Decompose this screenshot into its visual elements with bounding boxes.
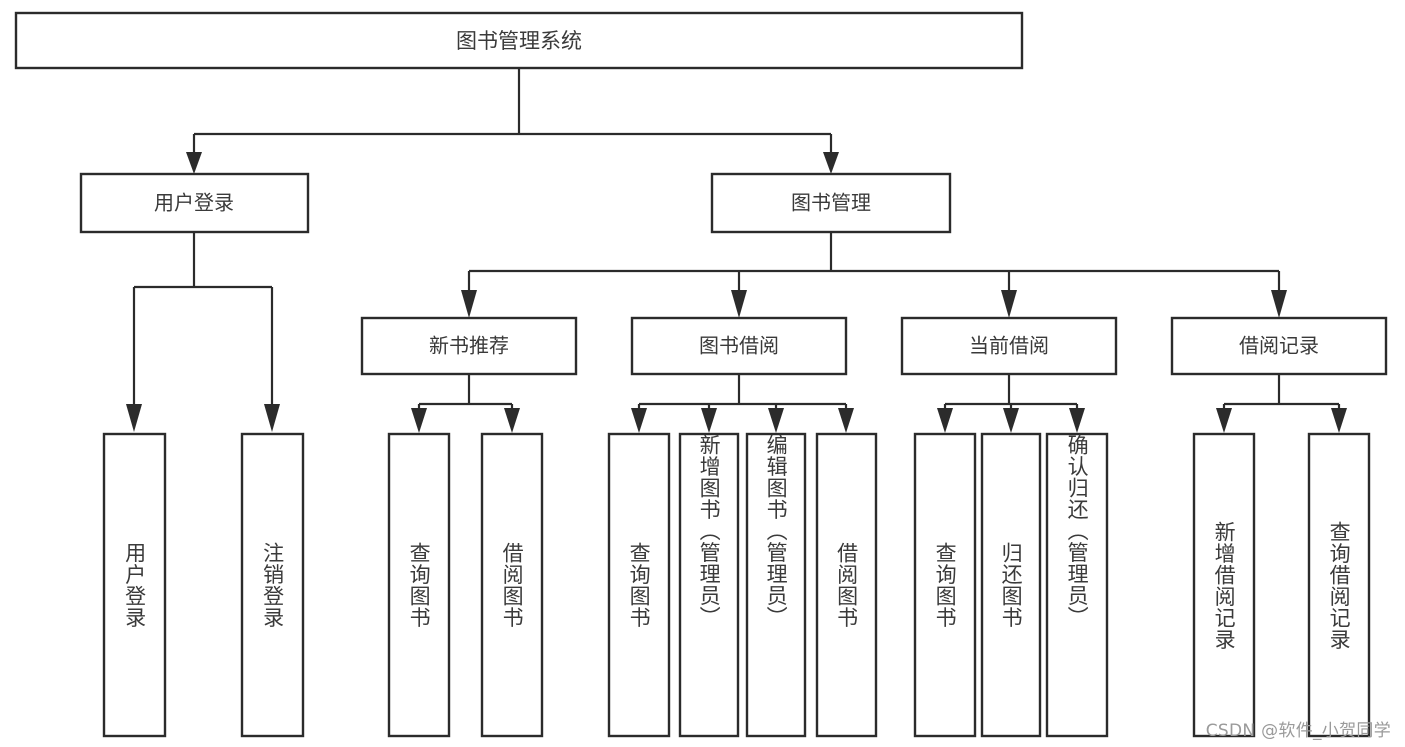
arrow-head-book-borrow: [731, 290, 747, 318]
arrow-head-br-leaf-1: [1216, 408, 1232, 433]
arrow-head-cb-leaf-2: [1003, 408, 1019, 433]
arrow-head-bb-leaf-4: [838, 408, 854, 433]
node-label-book-manage: 图书管理: [791, 191, 871, 215]
node-box-user-login[interactable]: [79, 172, 310, 234]
node-label-new-book-recommend: 新书推荐: [429, 334, 509, 358]
leaf-box-cb-query-book[interactable]: [913, 432, 977, 738]
arrow-head-leaf-logout: [264, 404, 280, 432]
leaf-box-br-query-record[interactable]: [1307, 432, 1371, 738]
node-box-borrow-records[interactable]: [1170, 316, 1388, 376]
connector-group-bookborrow-to-leaves: [631, 374, 854, 433]
leaf-box-user-login[interactable]: [102, 432, 167, 738]
leaf-box-nb-query-book[interactable]: [387, 432, 451, 738]
node-label-root: 图书管理系统: [456, 29, 582, 53]
arrow-head-bb-leaf-3: [768, 408, 784, 433]
connector-group-userlogin-to-leaves: [126, 232, 280, 432]
node-box-book-manage[interactable]: [710, 172, 952, 234]
arrow-head-nb-leaf-2: [504, 408, 520, 433]
leaf-box-bb-edit-book[interactable]: [745, 432, 807, 738]
node-box-book-borrow[interactable]: [630, 316, 848, 376]
arrow-head-cb-leaf-1: [937, 408, 953, 433]
node-label-current-borrow: 当前借阅: [969, 334, 1049, 358]
node-box-current-borrow[interactable]: [900, 316, 1118, 376]
node-label-user-login: 用户登录: [154, 191, 234, 215]
arrow-head-book-manage: [823, 152, 839, 174]
arrow-head-cb-leaf-3: [1069, 408, 1085, 433]
arrow-head-leaf-user-login: [126, 404, 142, 432]
node-box-new-book-recommend[interactable]: [360, 316, 578, 376]
leaf-box-bb-query-book[interactable]: [607, 432, 671, 738]
connector-group-newbook-to-leaves: [411, 374, 520, 433]
leaf-box-cb-confirm-return[interactable]: [1045, 432, 1109, 738]
node-label-borrow-records: 借阅记录: [1239, 334, 1319, 358]
connector-group-root-to-level2: [186, 68, 839, 174]
watermark-text: CSDN @软件_小贺同学: [1205, 721, 1391, 741]
node-label-book-borrow: 图书借阅: [699, 334, 779, 358]
connector-group-borrowrecord-to-leaves: [1216, 374, 1347, 433]
node-box-root[interactable]: [14, 11, 1024, 70]
leaf-box-nb-borrow-book[interactable]: [480, 432, 544, 738]
arrow-head-bb-leaf-2: [701, 408, 717, 433]
connector-group-bookmanage-to-level3: [461, 232, 1287, 318]
leaf-box-logout[interactable]: [240, 432, 305, 738]
leaf-box-bb-borrow-book[interactable]: [815, 432, 878, 738]
arrow-head-user-login: [186, 152, 202, 174]
arrow-head-borrow-record: [1271, 290, 1287, 318]
arrow-head-nb-leaf-1: [411, 408, 427, 433]
leaf-box-cb-return-book[interactable]: [980, 432, 1042, 738]
arrow-head-new-book: [461, 290, 477, 318]
arrow-head-br-leaf-2: [1331, 408, 1347, 433]
arrow-head-current-borrow: [1001, 290, 1017, 318]
leaf-box-bb-add-book[interactable]: [678, 432, 740, 738]
connector-group-currentborrow-to-leaves: [937, 374, 1085, 433]
leaf-box-br-add-record[interactable]: [1192, 432, 1256, 738]
arrow-head-bb-leaf-1: [631, 408, 647, 433]
